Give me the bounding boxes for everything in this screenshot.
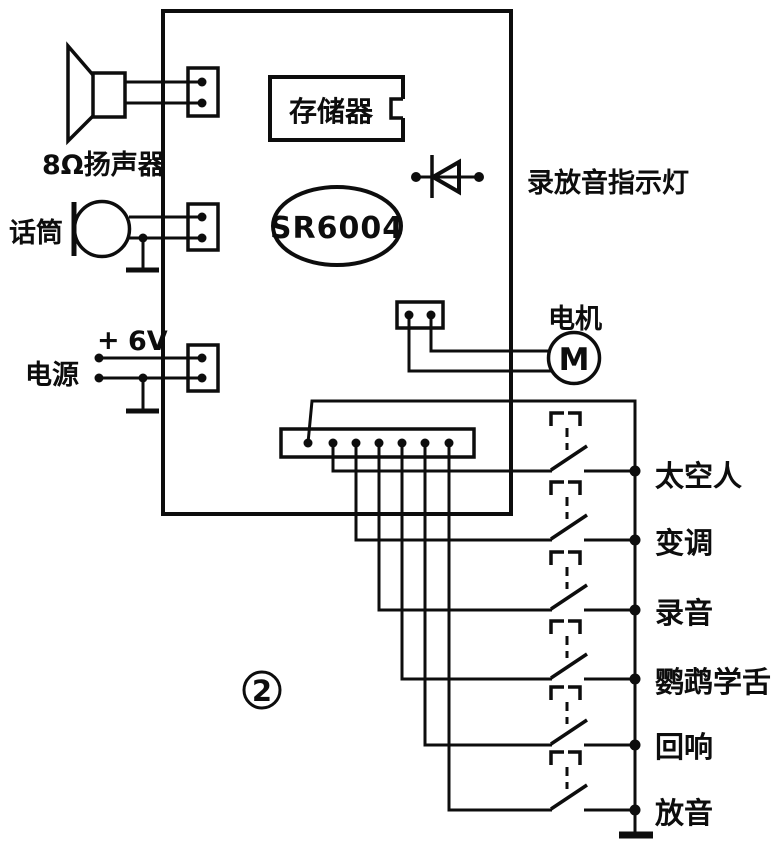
diode-triangle	[428, 158, 461, 196]
switch-blade	[550, 583, 588, 611]
switch-button-cap	[549, 550, 582, 565]
motor-label: 电机	[548, 304, 602, 335]
switch-label: 太空人	[655, 459, 742, 493]
indicator-led-icon	[411, 155, 484, 198]
switch-blade	[550, 444, 588, 472]
switch-fangyin: 放音	[447, 443, 713, 830]
memory-chip-box: 存储器	[268, 75, 405, 142]
switch-button-cap	[549, 750, 582, 765]
motor-wires	[407, 315, 551, 373]
switch-biandiao: 变调	[354, 443, 713, 560]
switch-luyin: 录音	[377, 443, 713, 630]
mic-terminal-block	[186, 202, 220, 252]
motor-terminal-block	[395, 300, 445, 330]
mic-label: 话筒	[9, 217, 63, 249]
switch-taikongren: 太空人	[331, 411, 742, 493]
memory-label: 存储器	[289, 95, 374, 128]
mic-ground-symbol	[126, 238, 159, 273]
switch-label: 鹦鹉学舌	[655, 665, 771, 699]
chip-label: SR6004	[270, 211, 404, 246]
figure-number-badge: 2	[242, 670, 282, 710]
speaker-label: 8Ω扬声器	[42, 150, 166, 181]
power-polarity-label: +	[97, 325, 120, 356]
switch-blade	[550, 513, 588, 541]
switch-label: 录音	[655, 596, 713, 630]
switch-button-cap	[549, 685, 582, 700]
switch-label: 变调	[655, 526, 713, 560]
switch-button-cap	[549, 411, 582, 426]
switch-button-cap	[549, 480, 582, 495]
switch-label: 放音	[654, 796, 713, 830]
speaker-icon	[66, 41, 202, 146]
motor-symbol: M	[559, 342, 590, 378]
motor-icon: M	[546, 330, 602, 386]
power-terminals	[94, 353, 202, 383]
chip-ellipse: SR6004	[270, 185, 404, 267]
switch-blade	[550, 783, 588, 811]
power-label: 电源	[25, 360, 79, 391]
switch-blade	[550, 718, 588, 746]
switch-button-cap	[549, 619, 582, 634]
switch-label: 回响	[655, 730, 713, 764]
memory-chip-notch	[389, 97, 403, 120]
common-bus-wire	[306, 399, 637, 835]
switch-huixiang: 回响	[423, 443, 713, 764]
main-board-outline	[161, 9, 513, 516]
power-ground-symbol	[126, 378, 159, 414]
switch-yingwuxueshe: 鹦鹉学舌	[400, 443, 771, 699]
figure-number: 2	[252, 674, 272, 708]
power-terminal-block	[186, 343, 220, 393]
speaker-terminal-block	[186, 66, 220, 118]
switch-blade	[550, 652, 588, 680]
power-voltage-label: 6V	[128, 326, 168, 357]
indicator-label: 录放音指示灯	[527, 167, 689, 199]
microphone-icon	[71, 199, 202, 259]
